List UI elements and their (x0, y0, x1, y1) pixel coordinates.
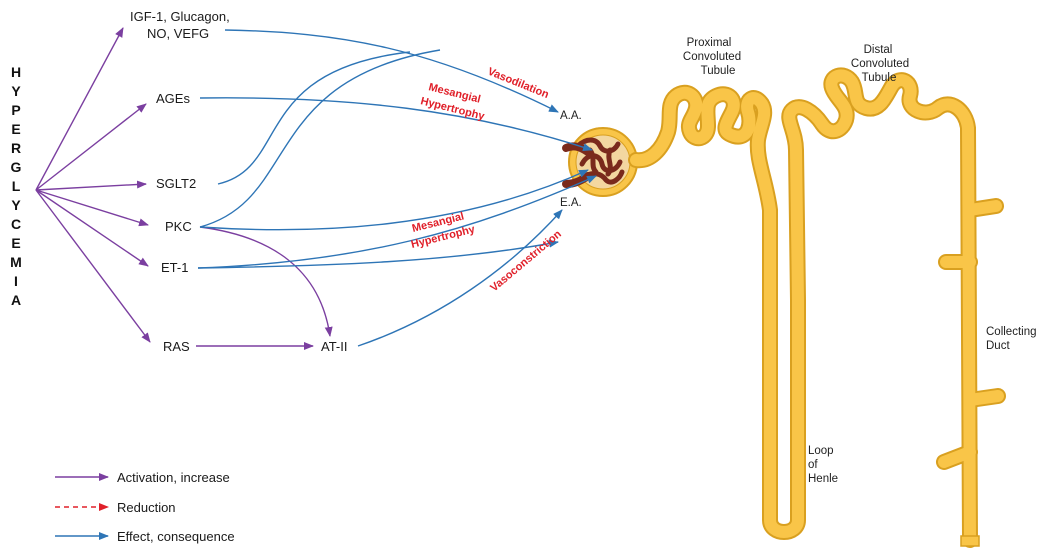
label-loop-2: of (808, 459, 818, 471)
hyper-letter: I (14, 273, 18, 289)
label-loop-3: Henle (808, 473, 838, 485)
arrow-hyper-to-pkc (36, 190, 148, 225)
label-collecting-1: Collecting (986, 326, 1037, 338)
legend: Activation, increase Reduction Effect, c… (55, 470, 235, 544)
arrow-sglt2-to-aa (218, 52, 410, 184)
effect-arrows (198, 30, 596, 346)
effect-labels: Vasodilation Mesangial Hypertrophy Mesan… (410, 66, 564, 295)
hyper-letter: P (11, 102, 20, 118)
arrow-et1-to-ea (198, 242, 558, 268)
label-vasoconstriction: Vasoconstriction (488, 228, 564, 294)
hyper-letter: C (11, 216, 21, 232)
label-et1: ET-1 (161, 260, 188, 275)
label-igf-line2: NO, VEFG (147, 26, 209, 41)
label-distal-3: Tubule (862, 72, 897, 84)
arrow-pkc-to-glomerulus (200, 170, 588, 230)
hyper-letter: E (11, 121, 20, 137)
nephron-illustration (566, 75, 998, 546)
arrow-ages-to-glomerulus (200, 98, 592, 150)
label-proximal-2: Convoluted (683, 51, 741, 63)
label-collecting-2: Duct (986, 340, 1010, 352)
label-efferent-arteriole: E.A. (560, 197, 582, 209)
arrow-igf-to-aa (225, 30, 558, 112)
factor-labels: IGF-1, Glucagon, NO, VEFG AGEs SGLT2 PKC… (130, 9, 347, 354)
hyper-letter: G (11, 159, 22, 175)
arrow-hyper-to-sglt2 (36, 184, 146, 190)
hyper-letter: Y (11, 197, 21, 213)
hyper-letter: R (11, 140, 21, 156)
hyper-letter: E (11, 235, 20, 251)
arrow-pkc-to-aa (200, 50, 440, 227)
legend-label-reduction: Reduction (117, 500, 176, 515)
arrow-hyper-to-igf (36, 28, 123, 190)
hyper-letter: A (11, 292, 21, 308)
collecting-duct-end (961, 536, 979, 546)
hyper-letter: L (12, 178, 21, 194)
label-ras: RAS (163, 339, 190, 354)
hyperglycemia-title: H Y P E R G L Y C E M I A (10, 64, 22, 308)
arrow-hyper-to-ras (36, 190, 150, 342)
label-ages: AGEs (156, 91, 190, 106)
arrow-hyper-to-ages (36, 104, 146, 190)
label-at2: AT-II (321, 339, 347, 354)
label-afferent-arteriole: A.A. (560, 110, 582, 122)
label-distal-1: Distal (864, 44, 893, 56)
hyper-letter: Y (11, 83, 21, 99)
arrow-hyper-to-et1 (36, 190, 148, 266)
label-sglt2: SGLT2 (156, 176, 196, 191)
label-proximal-3: Tubule (701, 65, 736, 77)
hyper-letter: H (11, 64, 21, 80)
label-loop-1: Loop (808, 445, 834, 457)
label-igf-line1: IGF-1, Glucagon, (130, 9, 230, 24)
label-pkc: PKC (165, 219, 192, 234)
legend-label-activation: Activation, increase (117, 470, 230, 485)
label-proximal-1: Proximal (687, 37, 732, 49)
label-distal-2: Convoluted (851, 58, 909, 70)
legend-label-effect: Effect, consequence (117, 529, 235, 544)
hyper-letter: M (10, 254, 22, 270)
arrow-pkc-to-at2 (200, 227, 330, 336)
